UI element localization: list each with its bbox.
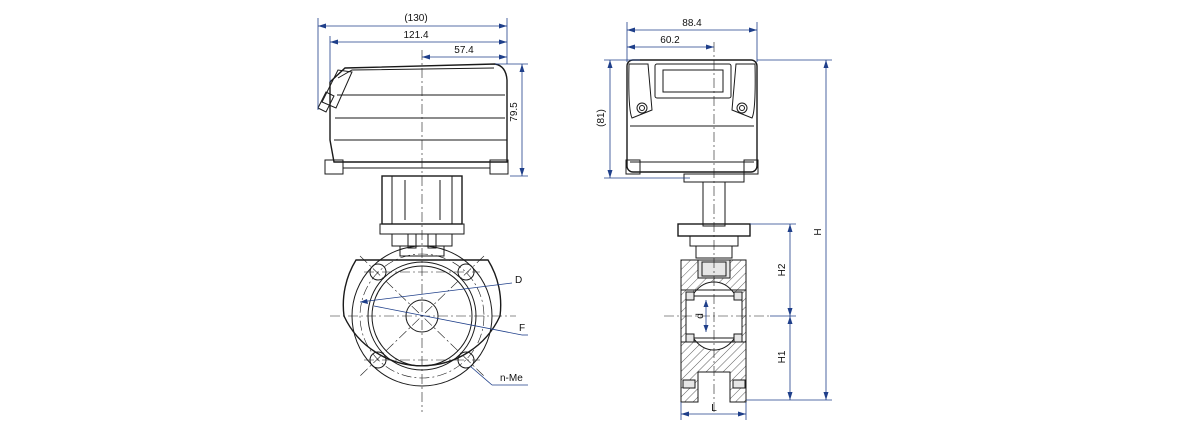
dim-bore-label: d xyxy=(695,313,706,319)
dim-width-60: 60.2 xyxy=(627,35,714,50)
dim-height-total: H xyxy=(746,59,832,401)
screw-right xyxy=(736,102,748,114)
dim-height-81-label: (81) xyxy=(596,109,607,127)
dim-height-upper-label: H2 xyxy=(777,263,788,276)
dim-width-121: 121.4 xyxy=(329,30,507,82)
dim-height-79-label: 79.5 xyxy=(509,102,520,122)
valve-body-section xyxy=(680,259,747,403)
dim-width-60-label: 60.2 xyxy=(660,35,680,46)
label-pcd: D xyxy=(515,275,522,286)
dim-overall-width: (130) xyxy=(317,13,508,110)
leader-flange-od: F xyxy=(373,305,528,336)
dim-bore: d xyxy=(695,300,709,332)
dim-width-88: 88.4 xyxy=(626,18,758,62)
actuator-housing-side xyxy=(625,59,759,175)
screw-left xyxy=(636,102,648,114)
dim-width-121-label: 121.4 xyxy=(403,30,428,41)
dim-height-lower: H1 xyxy=(777,316,793,400)
dim-height-lower-label: H1 xyxy=(777,350,788,363)
dim-face-length: L xyxy=(680,402,747,420)
dim-width-88-label: 88.4 xyxy=(682,18,702,29)
dim-overall-width-label: (130) xyxy=(404,13,427,24)
leader-pcd: D xyxy=(359,275,522,304)
dim-face-length-label: L xyxy=(711,403,717,414)
label-flange-od: F xyxy=(519,323,525,334)
side-view: 88.4 60.2 (81) H xyxy=(596,18,832,420)
label-bolt-holes: n-Me xyxy=(500,373,523,384)
dim-height-upper: H2 xyxy=(750,223,796,317)
front-view: (130) 121.4 57.4 79.5 xyxy=(317,13,528,412)
dim-height-total-label: H xyxy=(813,228,824,235)
dim-width-57-label: 57.4 xyxy=(454,45,474,56)
leader-bolt-holes: n-Me xyxy=(469,365,528,386)
actuator-housing-front xyxy=(317,63,509,175)
dim-width-57: 57.4 xyxy=(422,45,507,60)
dim-height-81: (81) xyxy=(596,59,690,179)
dim-height-79: 79.5 xyxy=(495,63,528,177)
